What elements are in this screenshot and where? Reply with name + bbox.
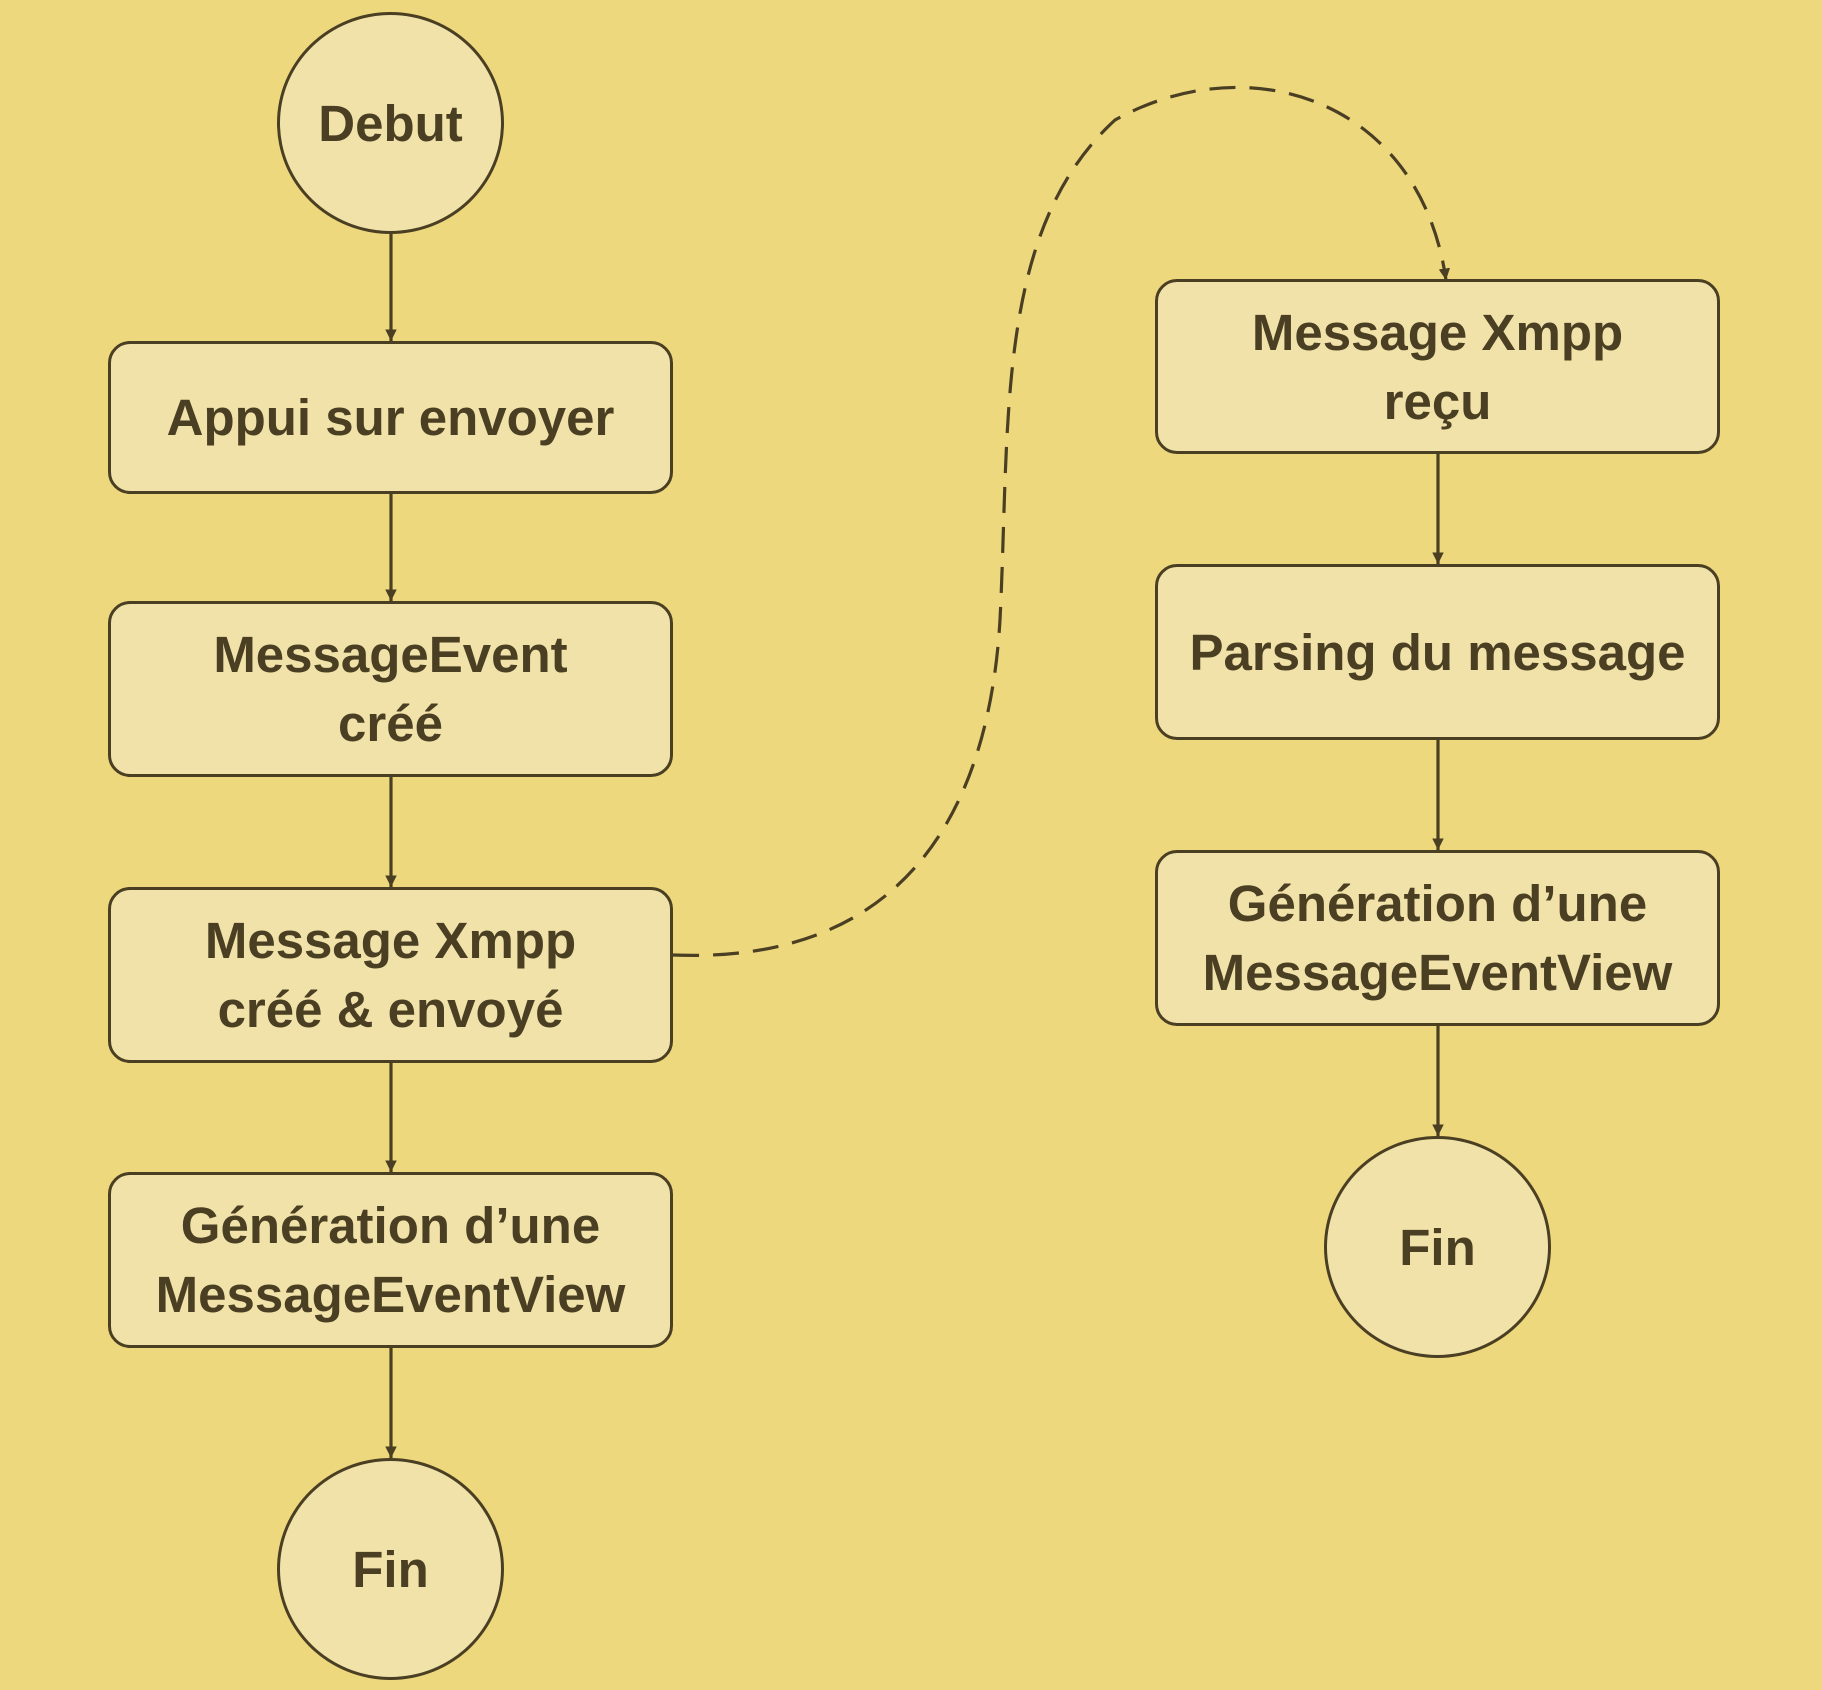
- generation-left-box: Génération d’une MessageEventView: [108, 1172, 673, 1348]
- start-node-label: Debut: [318, 94, 463, 152]
- generation-right-line1: Génération d’une: [1227, 875, 1648, 932]
- messageevent-created-line2: créé: [338, 695, 443, 752]
- xmpp-received-box: Message Xmpp reçu: [1155, 279, 1720, 454]
- messageevent-created-box: MessageEvent créé: [108, 601, 673, 777]
- xmpp-received-line2: reçu: [1383, 372, 1492, 430]
- generation-left-line1: Génération d’une: [180, 1197, 601, 1254]
- xmpp-sent-box: Message Xmpp créé & envoyé: [108, 887, 673, 1063]
- xmpp-received-line1: Message Xmpp: [1251, 303, 1624, 361]
- messageevent-created-line1: MessageEvent: [213, 626, 568, 683]
- appui-envoyer-box: Appui sur envoyer: [108, 341, 673, 494]
- parsing-label: Parsing du message: [1189, 623, 1686, 681]
- generation-right-box: Génération d’une MessageEventView: [1155, 850, 1720, 1026]
- fin-left-label: Fin: [352, 1540, 429, 1598]
- xmpp-sent-line2: créé & envoyé: [217, 981, 564, 1038]
- appui-envoyer-label: Appui sur envoyer: [166, 389, 615, 446]
- fin-right-label: Fin: [1399, 1218, 1476, 1276]
- generation-right-line2: MessageEventView: [1202, 944, 1673, 1001]
- fin-left-node: Fin: [277, 1458, 504, 1680]
- parsing-box: Parsing du message: [1155, 564, 1720, 740]
- xmpp-sent-line1: Message Xmpp: [204, 912, 577, 969]
- generation-left-line2: MessageEventView: [155, 1266, 626, 1323]
- fin-right-node: Fin: [1324, 1136, 1551, 1358]
- start-node: Debut: [277, 12, 504, 234]
- dashed-arrow-sent-to-received: [672, 85, 1451, 957]
